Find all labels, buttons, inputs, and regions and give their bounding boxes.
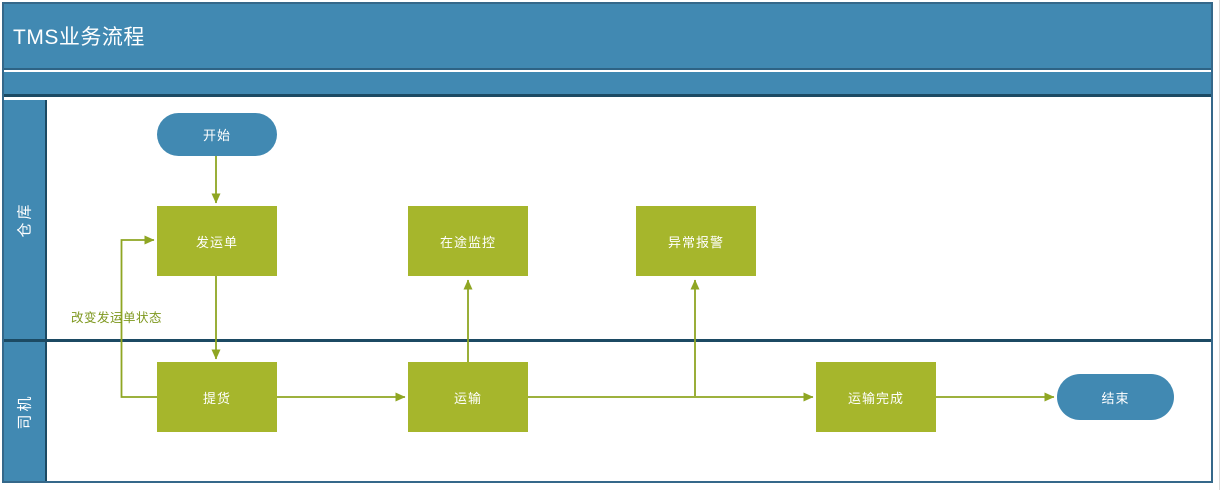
- node-exception-alarm[interactable]: 异常报警: [636, 206, 756, 276]
- phase-band: [4, 72, 1211, 97]
- node-transport-complete-label: 运输完成: [847, 390, 904, 406]
- page-title: TMS业务流程: [13, 26, 145, 49]
- node-transport-label: 运输: [453, 390, 482, 406]
- node-transport[interactable]: 运输: [408, 362, 528, 432]
- lane-driver-label: 司机: [4, 342, 47, 481]
- node-pickup-label: 提货: [202, 390, 231, 406]
- lane-separator: [4, 339, 1211, 342]
- node-end-label: 结束: [1101, 390, 1130, 406]
- node-end[interactable]: 结束: [1057, 374, 1174, 420]
- lane-warehouse-label: 仓库: [4, 100, 47, 339]
- node-shipping-order-label: 发运单: [195, 234, 238, 250]
- node-transit-monitor[interactable]: 在途监控: [408, 206, 528, 276]
- node-exception-alarm-label: 异常报警: [667, 234, 724, 250]
- edge-label-change-status: 改变发运单状态: [71, 311, 163, 325]
- diagram-title-bar: TMS业务流程: [4, 4, 1211, 70]
- lane-driver-label-text: 司机: [16, 393, 34, 430]
- node-start-label: 开始: [202, 128, 231, 143]
- node-transport-complete[interactable]: 运输完成: [816, 362, 936, 432]
- node-shipping-order[interactable]: 发运单: [157, 206, 277, 276]
- node-pickup[interactable]: 提货: [157, 362, 277, 432]
- node-transit-monitor-label: 在途监控: [439, 234, 496, 250]
- canvas-right-edge: [1219, 0, 1220, 490]
- lane-warehouse-label-text: 仓库: [16, 201, 34, 238]
- node-start[interactable]: 开始: [157, 113, 277, 156]
